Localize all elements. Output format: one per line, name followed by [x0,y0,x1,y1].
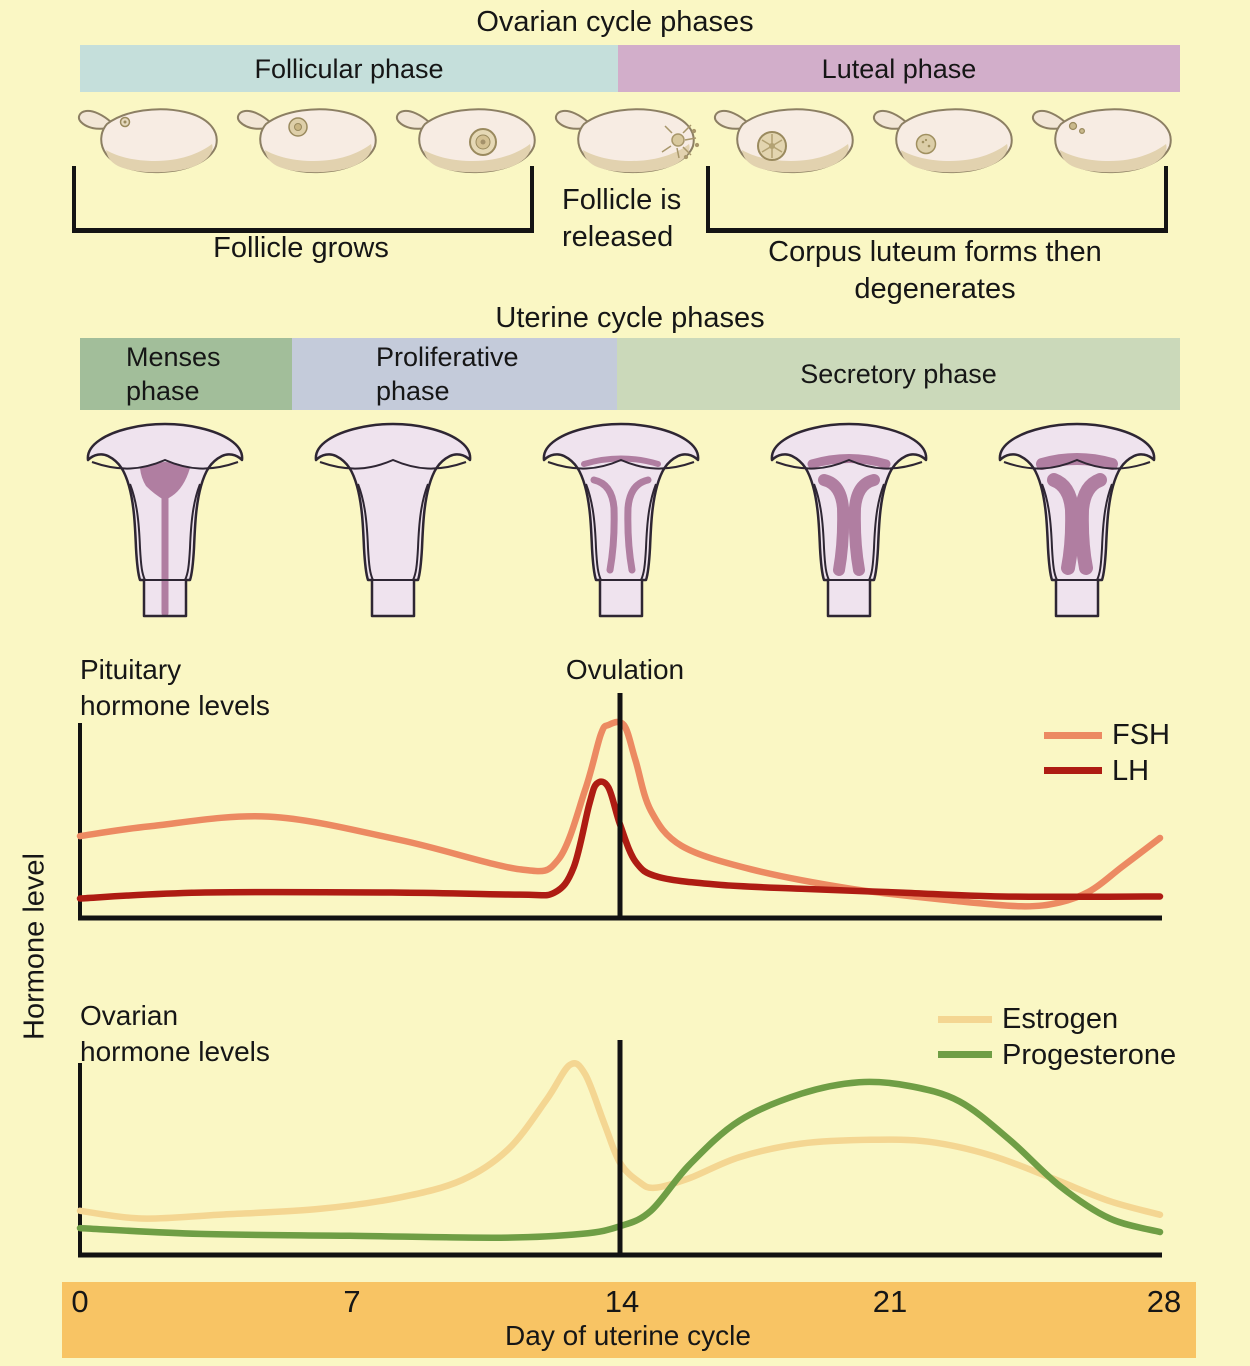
luteal-phase-label: Luteal phase [821,53,977,84]
follicular-phase-segment: Follicular phase [80,45,618,92]
legend-row-fsh: FSH [1044,718,1170,753]
follicle-grows-label: Follicle grows [213,232,389,264]
ovary-illustration-follicle-released [554,108,700,174]
luteal-phase-segment: Luteal phase [618,45,1180,92]
uterus-illustration-late-secretory [998,422,1156,618]
legend-row-estrogen: Estrogen [938,1002,1176,1037]
follicle-grows-bracket [72,166,534,233]
ovarian-phase-band: Follicular phase Luteal phase [80,45,1180,92]
follicle-mature-icon [469,128,497,156]
ovulation-burst-icon [661,124,700,160]
endometrium-lining-mid [807,454,891,576]
follicle-dot-icon [119,116,131,128]
follicle-released-label: Follicle is released [562,184,682,253]
lh-curve [76,778,1164,902]
ovary-illustration-small-follicle [77,108,218,174]
ovulation-label: Ovulation [565,654,685,685]
proliferative-phase-segment: Proliferative phase [292,338,617,410]
secretory-phase-label: Secretory phase [800,359,997,389]
day-axis-label: Day of uterine cycle [505,1320,751,1351]
ovary-illustration-degenerating-corpus-luteum [872,108,1013,174]
uterus-illustration-proliferative [314,422,472,618]
ovarian-cycle-title: Ovarian cycle phases [476,6,754,38]
legend-row-progesterone: Progesterone [938,1037,1176,1073]
lh-legend-label: LH [1112,754,1150,787]
estrogen-legend-label: Estrogen [1002,1003,1119,1035]
estrogen-legend-swatch [938,1015,992,1023]
ovary-illustration-remnant [1031,108,1172,174]
corpus-luteum-bracket [706,166,1168,233]
progesterone-legend-label: Progesterone [1002,1038,1177,1071]
pituitary-legend: FSH LH [1044,718,1170,789]
uterine-phase-band: Menses phase Proliferative phase Secreto… [80,338,1180,410]
uterus-illustration-menses [86,422,244,618]
progesterone-legend-swatch [938,1051,992,1058]
remnant-dots-icon [1068,121,1085,135]
day-tick-14: 14 [604,1284,640,1319]
menses-phase-segment: Menses phase [80,338,292,410]
hormone-charts [76,693,1164,1258]
endometrium-lining-menses [140,462,190,617]
uterus-illustration-mid-secretory [770,422,928,618]
pituitary-chart-label: Pituitary hormone levels [80,654,270,721]
fsh-legend-swatch [1044,731,1102,739]
ovarian-chart-label: Ovarian hormone levels [80,1000,270,1067]
uterus-illustration-early-secretory [542,422,700,618]
day-tick-0: 0 [71,1284,89,1319]
menses-phase-label: Menses phase [126,342,221,406]
uterine-cycle-title: Uterine cycle phases [495,302,765,334]
corpus-luteum-degenerating-icon [915,133,937,155]
follicle-growing-icon [288,117,308,137]
proliferative-phase-label: Proliferative phase [376,342,519,406]
ovary-illustration-mature-follicle [395,108,536,174]
day-tick-28: 28 [1146,1284,1182,1319]
ovarian-legend: Estrogen Progesterone [938,1002,1176,1073]
ovary-illustration-corpus-luteum [713,108,854,174]
estrogen-curve [76,1060,1164,1222]
day-axis-band [62,1282,1196,1358]
progesterone-curve [76,1078,1164,1241]
endometrium-lining-early [581,455,661,574]
fsh-legend-label: FSH [1112,719,1170,751]
corpus-luteum-label: Corpus luteum forms then degenerates [768,236,1102,305]
day-tick-7: 7 [343,1284,361,1319]
hormone-level-axis-label: Hormone level [18,853,51,1040]
secretory-phase-segment: Secretory phase [617,338,1180,410]
lh-legend-swatch [1044,767,1102,774]
day-tick-21: 21 [872,1284,908,1319]
corpus-luteum-icon [757,131,787,161]
ovary-illustration-growing-follicle [236,108,377,174]
follicular-phase-label: Follicular phase [254,53,444,84]
legend-row-lh: LH [1044,753,1170,789]
fsh-curve [76,718,1164,910]
